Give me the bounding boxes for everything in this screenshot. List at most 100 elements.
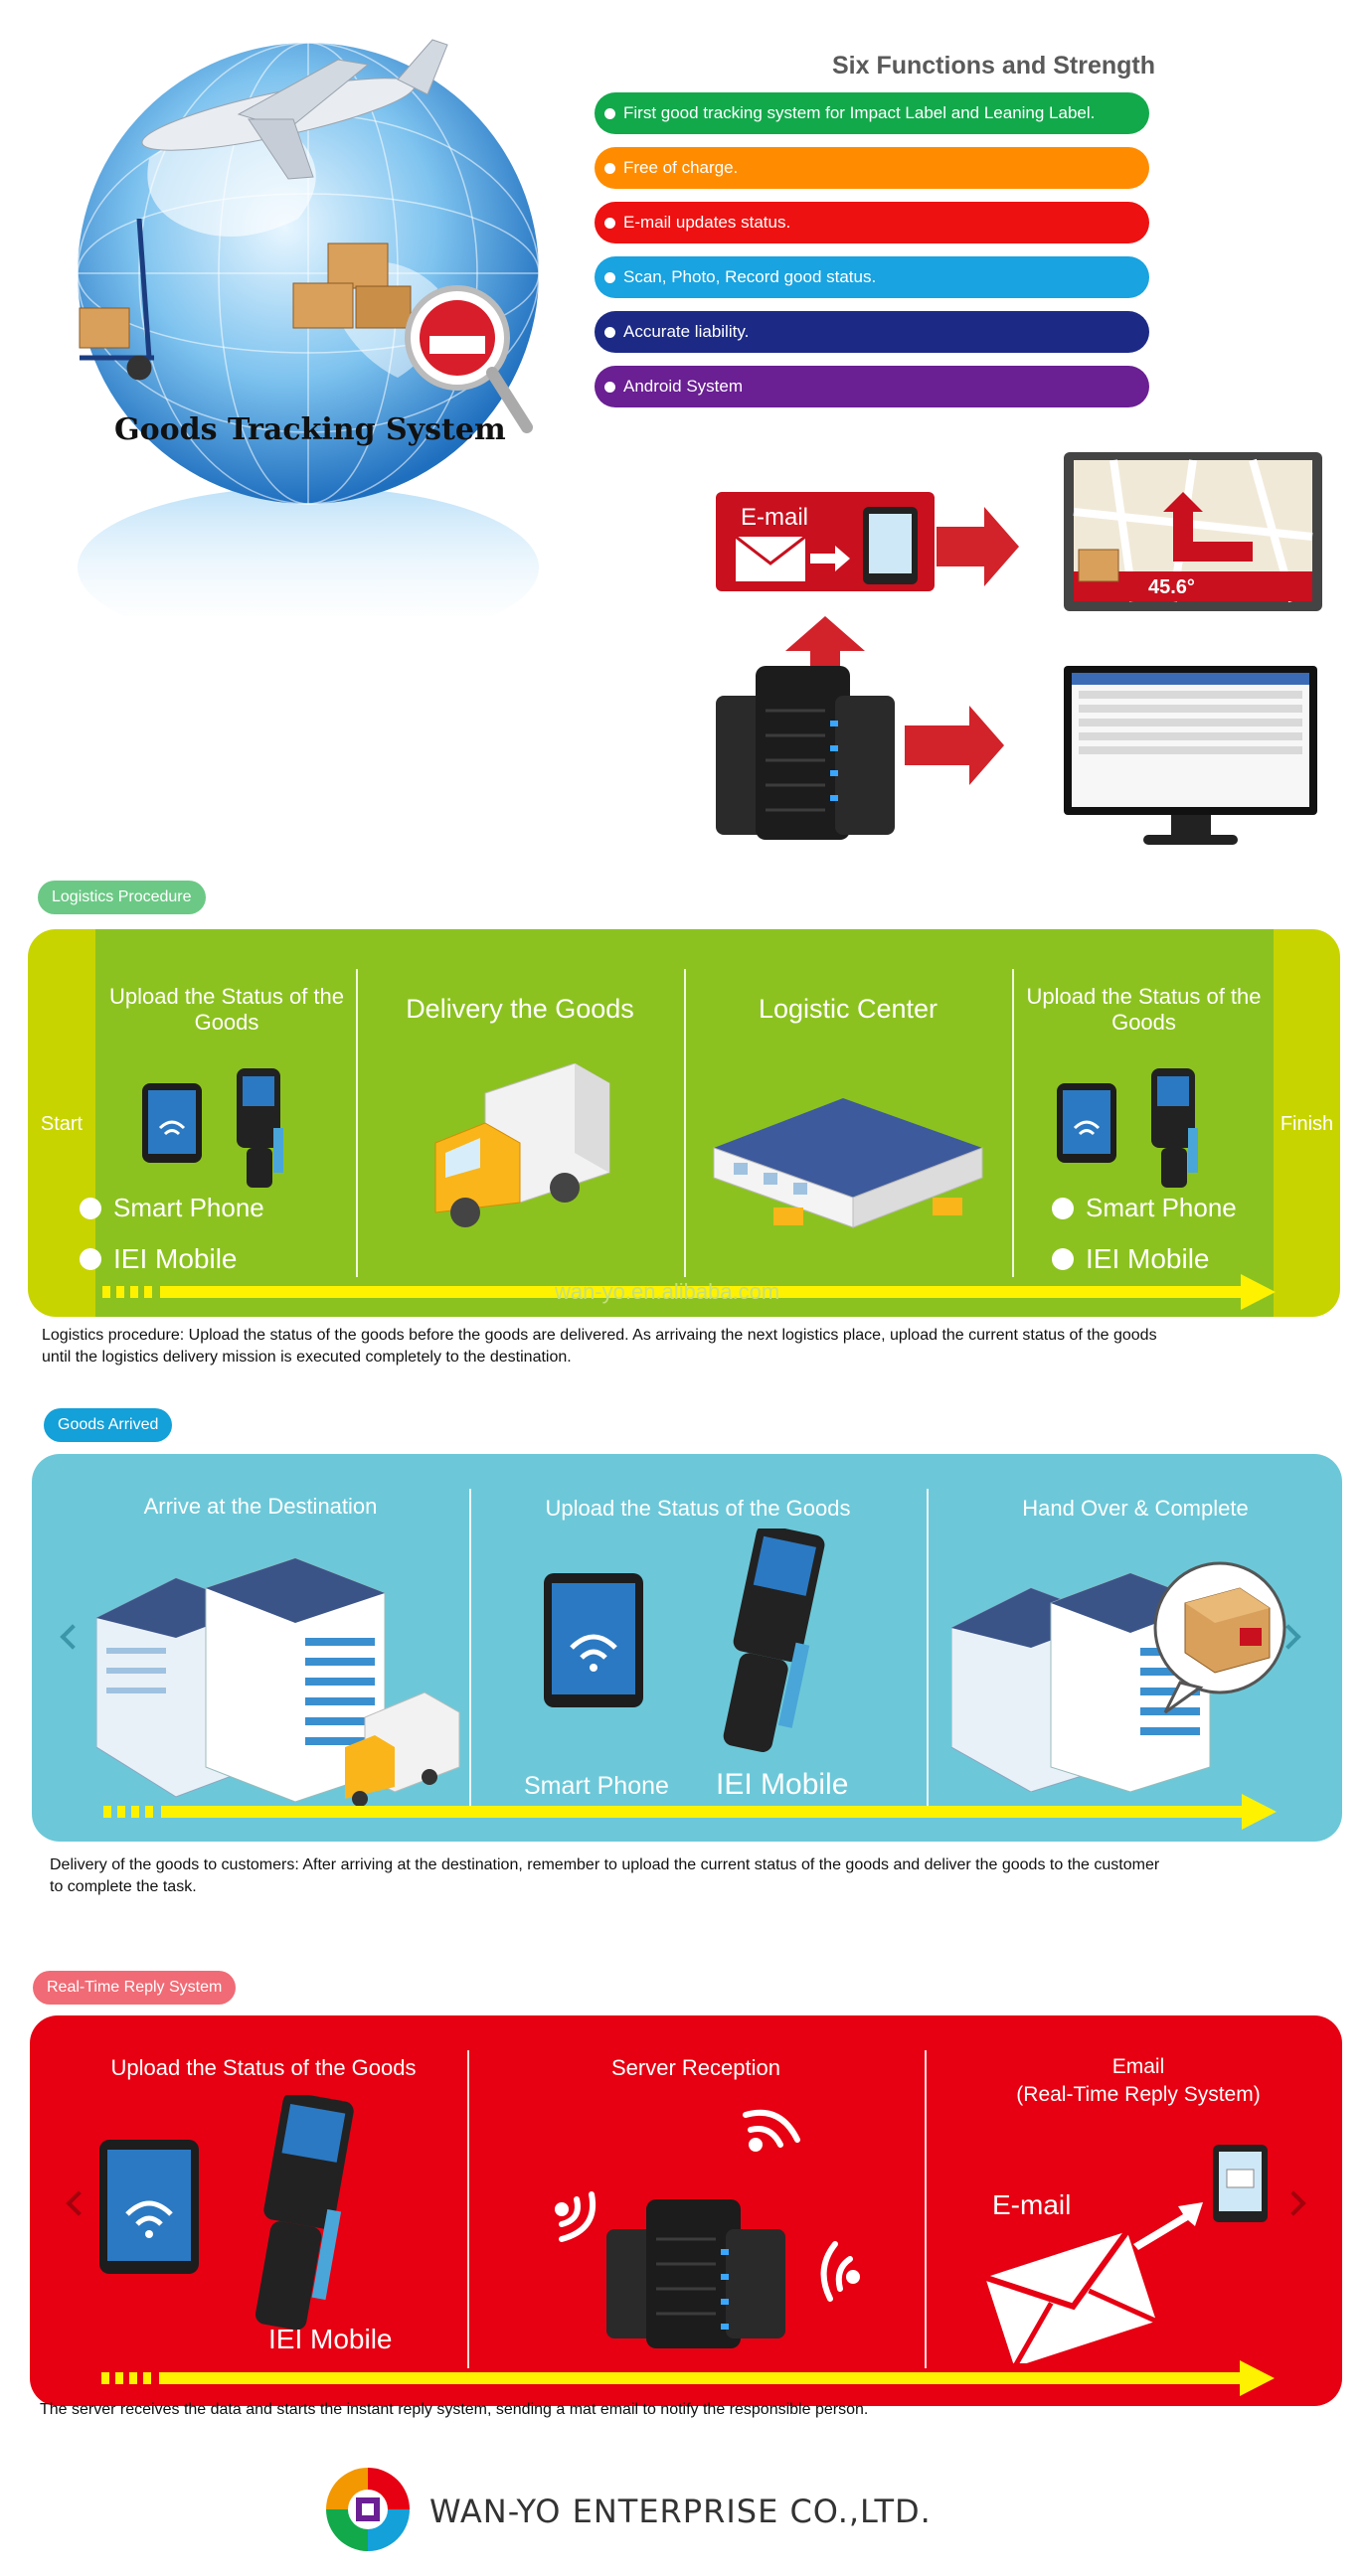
- finish-label: Finish: [1280, 1113, 1334, 1135]
- function-pill: Scan, Photo, Record good status.: [595, 256, 1149, 298]
- bullet-icon: [80, 1248, 101, 1270]
- logistics-caption: Logistics procedure: Upload the status o…: [42, 1327, 1157, 1366]
- start-label: Start: [40, 1113, 84, 1135]
- iei-mobile-option-col4: IEI Mobile: [1052, 1243, 1210, 1275]
- progress-arrow: [102, 1274, 1276, 1310]
- monitor-icon: [1064, 666, 1317, 845]
- arrived-col2-title: Upload the Status of the Goods: [545, 1496, 851, 1521]
- arrived-smart-phone-label: Smart Phone: [524, 1772, 669, 1800]
- devices-icon-col4: [1057, 1068, 1198, 1188]
- handheld-scanner-icon: [723, 1529, 825, 1753]
- divider: [927, 1489, 929, 1807]
- function-label: E-mail updates status.: [623, 213, 791, 232]
- server-reception-icon: [555, 2109, 860, 2348]
- arrived-col1-title: Arrive at the Destination: [143, 1494, 378, 1519]
- system-diagram: E-mail 45.6°: [716, 452, 1322, 845]
- progress-arrow: [101, 2360, 1275, 2396]
- realtime-panel: Upload the Status of the Goods Server Re…: [30, 2015, 1342, 2406]
- bullet-icon: [604, 162, 615, 174]
- package-bubble-icon: [1153, 1561, 1286, 1714]
- realtime-devices-icon: [99, 2095, 354, 2331]
- bullet-icon: [604, 107, 615, 119]
- smart-phone-label: Smart Phone: [1086, 1193, 1237, 1222]
- arrow-up-icon: [785, 616, 865, 696]
- divider: [925, 2050, 927, 2368]
- logistic-center-icon: [713, 1098, 983, 1228]
- server-icon: [716, 666, 895, 840]
- magnifier-icon: [405, 285, 533, 433]
- phone-icon: [863, 507, 918, 584]
- wifi-signal-icon: [555, 2191, 597, 2242]
- tablet-icon: [142, 1083, 202, 1163]
- truck-icon: [434, 1063, 610, 1227]
- function-pill: Free of charge.: [595, 147, 1149, 189]
- prev-arrow-icon[interactable]: [66, 2190, 91, 2216]
- function-label: First good tracking system for Impact La…: [623, 103, 1096, 122]
- devices-icon-col1: [142, 1068, 283, 1188]
- server-icon: [606, 2199, 785, 2348]
- send-arrow-icon: [1133, 2202, 1203, 2250]
- function-pill: Accurate liability.: [595, 311, 1149, 353]
- bullet-icon: [604, 381, 615, 393]
- logistics-col1-title: Upload the Status of the Goods: [108, 984, 345, 1035]
- realtime-col2-title: Server Reception: [611, 2055, 780, 2080]
- arrow-to-gps-icon: [937, 507, 1019, 586]
- function-label: Accurate liability.: [623, 322, 750, 341]
- hero-globe: Goods Tracking System: [40, 20, 577, 649]
- handheld-scanner-icon: [237, 1068, 283, 1188]
- realtime-iei-mobile-label: IEI Mobile: [268, 2324, 393, 2354]
- email-reply-icon: [984, 2145, 1268, 2363]
- email-box: E-mail: [716, 492, 935, 591]
- arrived-col3-title: Hand Over & Complete: [1022, 1496, 1249, 1521]
- realtime-col1-title: Upload the Status of the Goods: [110, 2055, 417, 2080]
- function-label: Free of charge.: [623, 158, 739, 177]
- arrived-devices-icon: [544, 1529, 825, 1753]
- realtime-badge: Real-Time Reply System: [33, 1971, 237, 2005]
- iei-mobile-label: IEI Mobile: [1086, 1243, 1210, 1274]
- realtime-col3-title-1: Email: [1111, 2055, 1165, 2078]
- bullet-icon: [604, 326, 615, 338]
- handheld-scanner-icon: [1151, 1068, 1198, 1188]
- company-logo-icon: [326, 2468, 410, 2551]
- destination-building-icon: [96, 1557, 460, 1807]
- smart-phone-label: Smart Phone: [113, 1193, 264, 1222]
- divider: [467, 2050, 469, 2368]
- hand-truck-icon: [80, 218, 154, 381]
- arrived-badge: Goods Arrived: [44, 1408, 173, 1442]
- wifi-signal-icon: [820, 2241, 860, 2302]
- boxes-icon: [79, 242, 412, 349]
- arrow-to-monitor-icon: [905, 706, 1004, 785]
- bullet-icon: [1052, 1197, 1074, 1219]
- bullet-icon: [604, 271, 615, 283]
- prev-arrow-icon[interactable]: [60, 1624, 85, 1650]
- logistics-badge: Logistics Procedure: [38, 881, 206, 914]
- realtime-col3-title-2: (Real-Time Reply System): [1016, 2083, 1261, 2106]
- gps-readout: 45.6°: [1148, 576, 1195, 598]
- globe-illustration: [77, 39, 540, 649]
- function-pill: E-mail updates status.: [595, 202, 1149, 243]
- watermark: wan-yo.en.alibaba.com: [555, 1279, 780, 1304]
- functions-heading: Six Functions and Strength: [831, 52, 1155, 80]
- realtime-email-label: E-mail: [992, 2189, 1072, 2220]
- handheld-scanner-icon: [255, 2095, 354, 2331]
- smart-phone-option-col4: Smart Phone: [1052, 1193, 1237, 1223]
- tablet-icon: [544, 1573, 643, 1707]
- envelope-icon: [984, 2229, 1158, 2363]
- handover-building-icon: [951, 1561, 1286, 1792]
- realtime-caption: The server receives the data and starts …: [40, 2401, 869, 2418]
- divider: [356, 969, 358, 1277]
- envelope-icon: [735, 535, 806, 581]
- logistics-col2-title: Delivery the Goods: [406, 994, 634, 1024]
- divider: [684, 969, 686, 1277]
- logistics-col4-title: Upload the Status of the Goods: [1026, 984, 1262, 1035]
- email-box-label: E-mail: [741, 504, 808, 531]
- bullet-icon: [1052, 1248, 1074, 1270]
- globe-title: Goods Tracking System: [114, 412, 506, 447]
- function-pill: Android System: [595, 366, 1149, 407]
- progress-arrow: [103, 1794, 1277, 1830]
- function-label: Android System: [623, 377, 743, 396]
- divider: [469, 1489, 471, 1807]
- gps-screen: 45.6°: [1064, 452, 1322, 611]
- tablet-icon: [1057, 1083, 1116, 1163]
- function-pill: First good tracking system for Impact La…: [595, 92, 1149, 134]
